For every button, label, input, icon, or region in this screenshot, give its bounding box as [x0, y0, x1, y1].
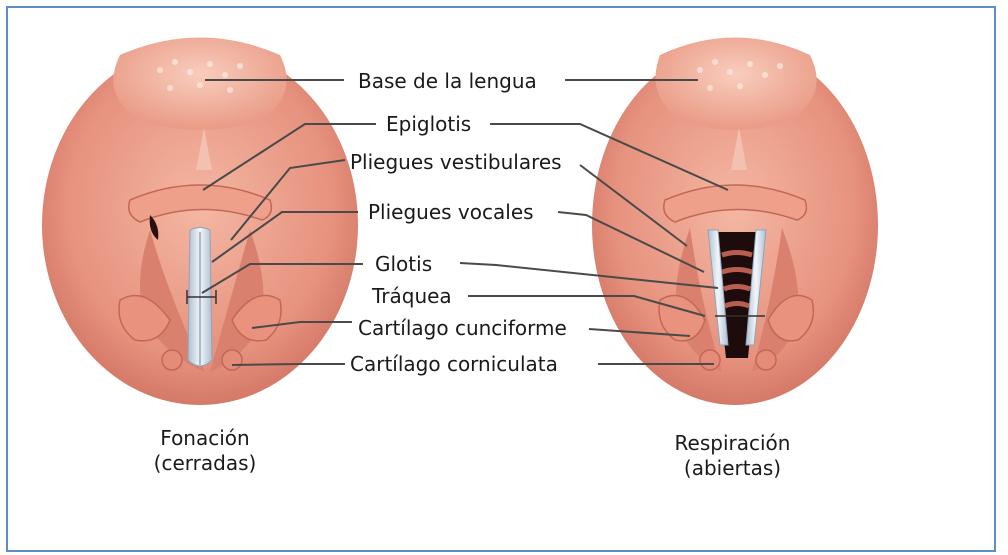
label-epiglotis: Epiglotis: [386, 113, 471, 135]
label-cartilago-corniculata: Cartílago corniculata: [350, 353, 558, 375]
caption-fonacion-line1: Fonación: [130, 426, 280, 451]
caption-fonacion: Fonación (cerradas): [130, 426, 280, 476]
caption-respiracion-line1: Respiración: [650, 431, 815, 456]
caption-respiracion: Respiración (abiertas): [650, 431, 815, 481]
label-pliegues-vestibulares: Pliegues vestibulares: [350, 151, 562, 173]
label-cartilago-cunciforme: Cartílago cunciforme: [358, 317, 567, 339]
label-glotis: Glotis: [375, 253, 432, 275]
caption-respiracion-line2: (abiertas): [650, 456, 815, 481]
caption-fonacion-line2: (cerradas): [130, 451, 280, 476]
larynx-open-illustration: [592, 38, 878, 406]
larynx-closed-illustration: [42, 38, 358, 406]
label-pliegues-vocales: Pliegues vocales: [368, 201, 534, 223]
label-traquea: Tráquea: [372, 285, 452, 307]
label-base-de-la-lengua: Base de la lengua: [358, 70, 537, 92]
